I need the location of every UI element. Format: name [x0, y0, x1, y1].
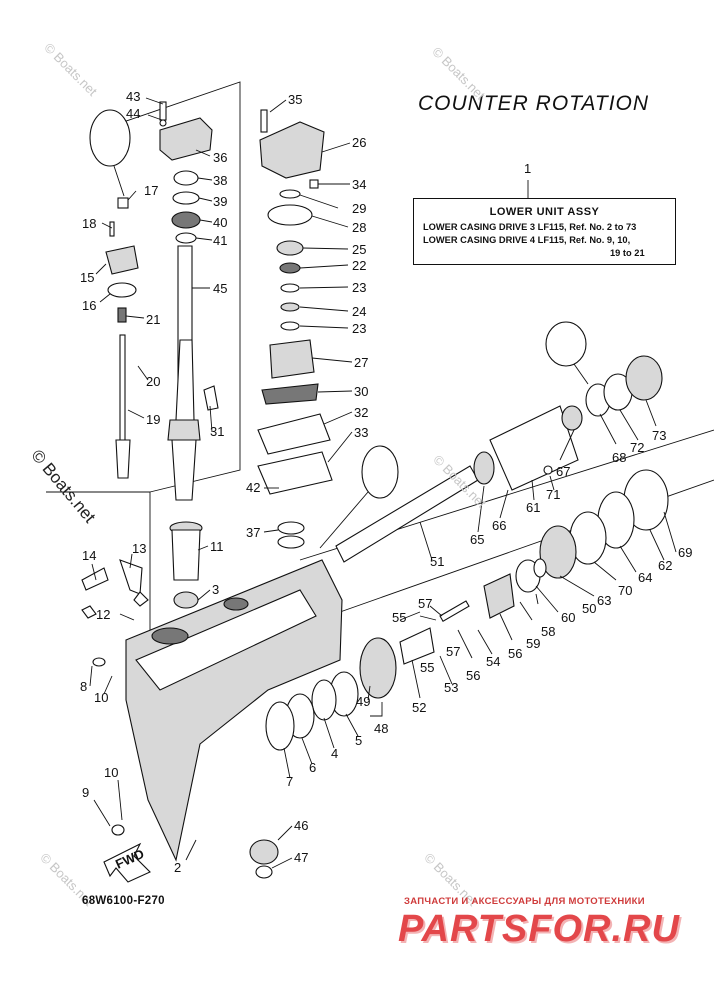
callout: 54: [486, 654, 500, 669]
callout: 30: [354, 384, 368, 399]
callout: 57: [418, 596, 432, 611]
callout: 42: [246, 480, 260, 495]
callout: 52: [412, 700, 426, 715]
diagram-title: COUNTER ROTATION: [418, 92, 650, 115]
callout: 62: [658, 558, 672, 573]
callout: 9: [82, 785, 89, 800]
callout: 35: [288, 92, 302, 107]
callout: 27: [354, 355, 368, 370]
callout: 37: [246, 525, 260, 540]
callout: 64: [638, 570, 652, 585]
callout: 13: [132, 541, 146, 556]
callout: 63: [597, 593, 611, 608]
callout: 20: [146, 374, 160, 389]
callout-numbers: 43 44 36 38 39 40 41 45 35 26 34 29 28 2…: [80, 89, 692, 875]
callout: 39: [213, 194, 227, 209]
callout: 60: [561, 610, 575, 625]
callout: 18: [82, 216, 96, 231]
propeller-shaft-group: [81, 355, 669, 879]
callout: 31: [210, 424, 224, 439]
callout: 28: [352, 220, 366, 235]
callout: 57: [446, 644, 460, 659]
lower-casing: [125, 559, 343, 862]
assembly-info-box: LOWER UNIT ASSY LOWER CASING DRIVE 3 LF1…: [413, 198, 676, 265]
fwd-arrow: FWD: [103, 842, 151, 883]
callout: 29: [352, 201, 366, 216]
water-pump-stack: [257, 109, 333, 549]
callout: 23: [352, 321, 366, 336]
callout: 2: [174, 860, 181, 875]
callout: 51: [430, 554, 444, 569]
diagram-code: 68W6100-F270: [82, 895, 165, 907]
callout: 34: [352, 177, 366, 192]
callout-lead-lines: [89, 97, 677, 869]
assembly-title: LOWER UNIT ASSY: [489, 206, 600, 218]
brand-logo[interactable]: PARTSFOR.RU: [398, 908, 680, 950]
callout: 66: [492, 518, 506, 533]
callout: 58: [541, 624, 555, 639]
callout: 14: [82, 548, 96, 563]
callout: 5: [355, 733, 362, 748]
callout: 45: [213, 281, 227, 296]
callout: 8: [80, 679, 87, 694]
callout: 10: [104, 765, 118, 780]
callout: 33: [354, 425, 368, 440]
assembly-line-3: 19 to 21: [610, 248, 645, 258]
drive-shaft-assembly: [159, 101, 213, 609]
callout: 68: [612, 450, 626, 465]
callout: 10: [94, 690, 108, 705]
callout: 21: [146, 312, 160, 327]
callout: 12: [96, 607, 110, 622]
callout: 32: [354, 405, 368, 420]
callout: 56: [508, 646, 522, 661]
callout: 55: [392, 610, 406, 625]
callout: 65: [470, 532, 484, 547]
callout: 6: [309, 760, 316, 775]
callout: 41: [213, 233, 227, 248]
callout: 7: [286, 774, 293, 789]
callout: 25: [352, 242, 366, 257]
shift-rod-assembly: [105, 197, 219, 479]
callout: 70: [618, 583, 632, 598]
sealant-symbols: [89, 109, 589, 549]
callout: 48: [374, 721, 388, 736]
callout: 17: [144, 183, 158, 198]
callout: 46: [294, 818, 308, 833]
callout: 55: [420, 660, 434, 675]
callout: 59: [526, 636, 540, 651]
callout: 19: [146, 412, 160, 427]
callout: 56: [466, 668, 480, 683]
callout: 50: [582, 601, 596, 616]
callout: 40: [213, 215, 227, 230]
callout: 26: [352, 135, 366, 150]
callout: 11: [210, 539, 224, 554]
assembly-line-1: LOWER CASING DRIVE 3 LF115, Ref. No. 2 t…: [423, 222, 637, 232]
callout: 15: [80, 270, 94, 285]
callout: 22: [352, 258, 366, 273]
brand-tagline: ЗАПЧАСТИ И АКСЕССУАРЫ ДЛЯ МОТОТЕХНИКИ: [404, 896, 645, 907]
callout: 73: [652, 428, 666, 443]
callout: 43: [126, 89, 140, 104]
callout: 4: [331, 746, 338, 761]
callout: 72: [630, 440, 644, 455]
callout: 16: [82, 298, 96, 313]
callout: 24: [352, 304, 366, 319]
callout: 38: [213, 173, 227, 188]
callout: 3: [212, 582, 219, 597]
assembly-line-2: LOWER CASING DRIVE 4 LF115, Ref. No. 9, …: [423, 235, 631, 245]
callout: 47: [294, 850, 308, 865]
callout: 69: [678, 545, 692, 560]
callout: 23: [352, 280, 366, 295]
callout: 1: [524, 161, 531, 176]
callout: 49: [356, 694, 370, 709]
callout: 53: [444, 680, 458, 695]
callout: 44: [126, 106, 140, 121]
callout: 61: [526, 500, 540, 515]
callout: 67: [556, 464, 570, 479]
callout: 71: [546, 487, 560, 502]
callout: 36: [213, 150, 227, 165]
